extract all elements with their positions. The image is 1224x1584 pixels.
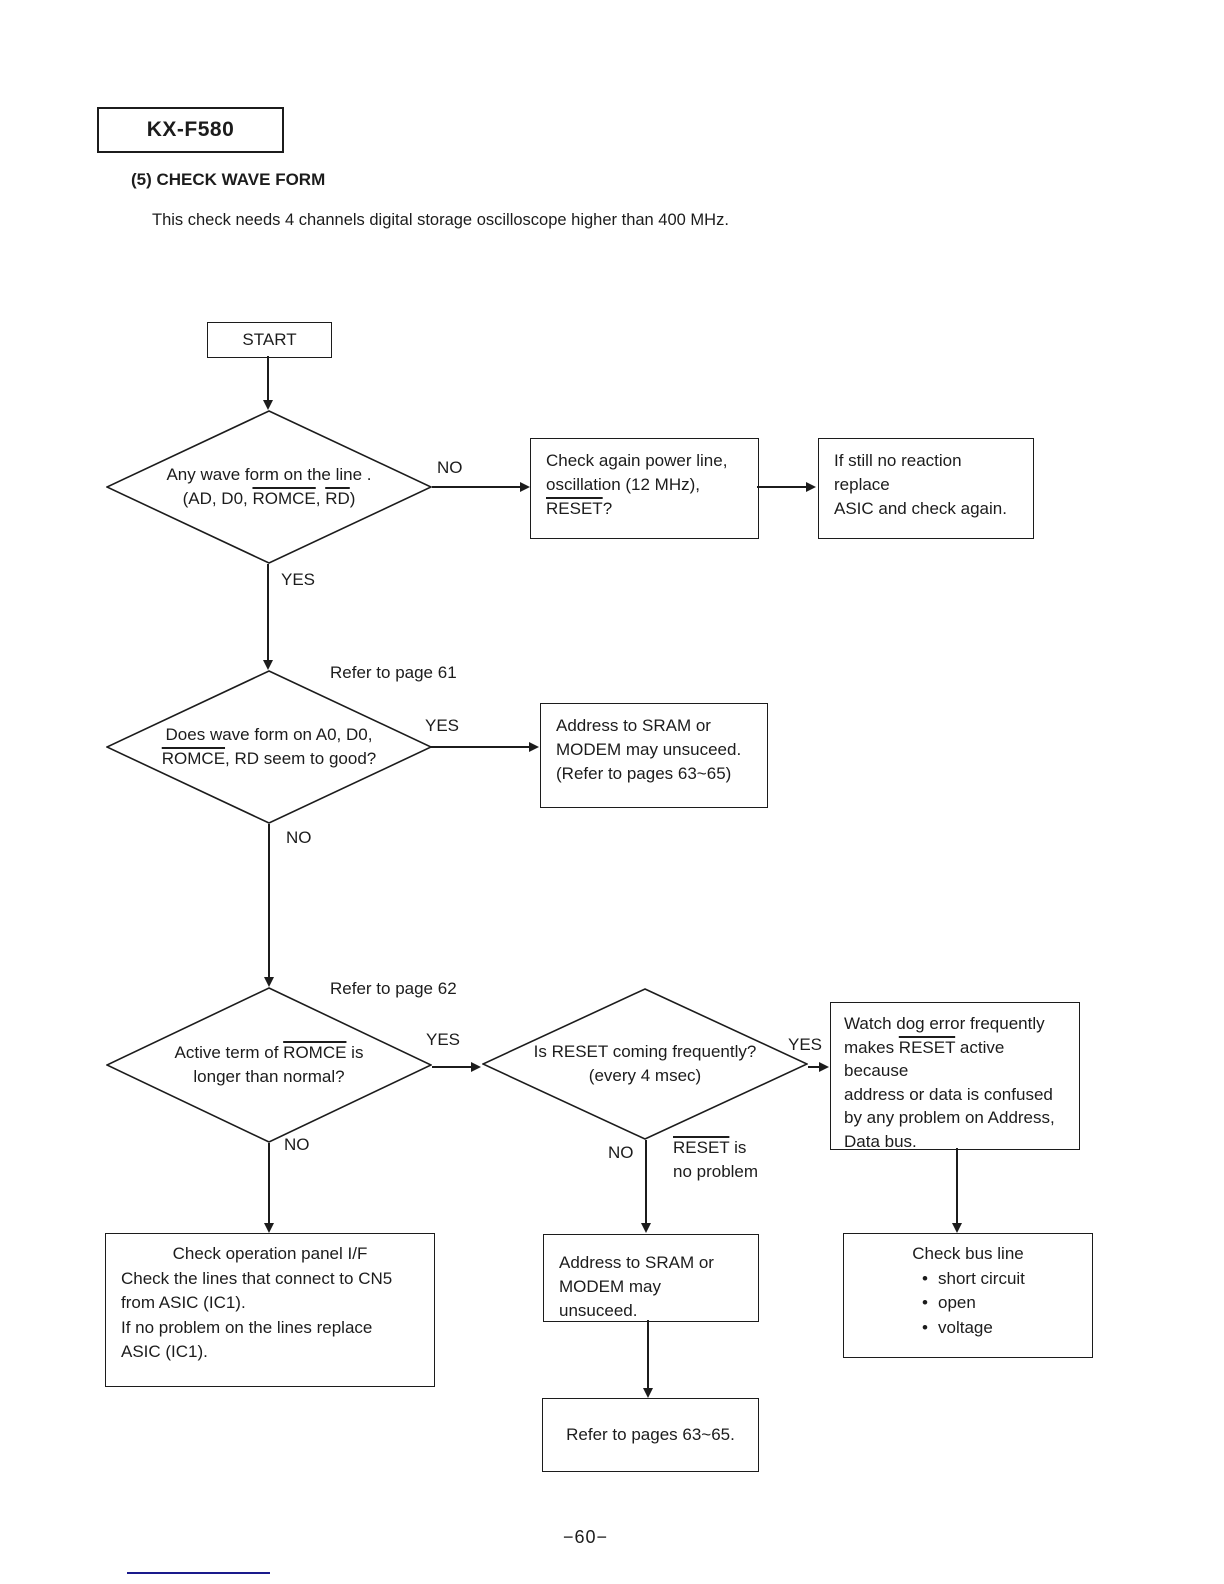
decision-line: Is RESET coming frequently?	[533, 1042, 757, 1061]
process-line: (Refer to pages 63~65)	[556, 764, 732, 783]
process-title: Check bus line	[912, 1244, 1024, 1263]
connector-d4-sram	[645, 1140, 647, 1224]
diamond-shape-icon	[106, 987, 432, 1143]
process-line: makes RESET active because	[844, 1037, 1005, 1081]
process-line: Check the lines that connect to CN5	[121, 1268, 393, 1288]
process-line: from ASIC (IC1).	[121, 1293, 246, 1312]
process-line: Data bus.	[844, 1131, 917, 1151]
arrowhead-down-icon	[263, 1223, 274, 1233]
decision-line: ROMCE, RD seem to good?	[161, 749, 377, 768]
decision-any-waveform-text: Any wave form on the line . (AD, D0, ROM…	[106, 410, 432, 564]
arrowhead-right-icon	[529, 741, 539, 752]
branch-label-no: NO	[608, 1143, 634, 1162]
arrowhead-down-icon	[263, 977, 274, 987]
decision-romce-active-term-text: Active term of ROMCE is longer than norm…	[106, 987, 432, 1143]
branch-label-no: NO	[284, 1135, 310, 1154]
arrowhead-right-icon	[471, 1061, 481, 1072]
connector-watchdog-busline	[956, 1148, 958, 1224]
note-refer-page-62: Refer to page 62	[330, 979, 457, 998]
start-label: START	[242, 330, 297, 349]
process-watchdog-error: Watch dog error frequently makes RESET a…	[830, 1002, 1080, 1151]
blue-underline-rule	[127, 1572, 270, 1575]
bullet-icon: •	[922, 1293, 928, 1312]
bus-check-item: •open	[922, 1291, 1092, 1316]
intro-text: This check needs 4 channels digital stor…	[152, 211, 729, 229]
process-line: If still no reaction replace	[834, 451, 962, 494]
model-number-box: KX-F580	[97, 107, 284, 153]
process-line: Address to SRAM or	[556, 716, 711, 735]
bullet-icon: •	[922, 1317, 928, 1337]
arrowhead-down-icon	[262, 660, 273, 670]
diamond-shape-icon	[482, 988, 808, 1140]
decision-line: (every 4 msec)	[588, 1066, 702, 1085]
process-op-panel: Check operation panel I/F Check the line…	[105, 1233, 435, 1387]
process-line: MODEM may unsuceed.	[559, 1277, 661, 1320]
connector-checkpower-replaceasic	[757, 486, 808, 488]
connector-start-d1	[267, 356, 269, 402]
decision-line: Any wave form on the line .	[166, 465, 372, 484]
diamond-shape-icon	[106, 670, 432, 824]
diamond-shape-icon	[106, 410, 432, 564]
process-line: by any problem on Address,	[844, 1108, 1055, 1127]
process-line: address or data is confused	[844, 1084, 1053, 1104]
arrowhead-down-icon	[642, 1388, 653, 1398]
decision-romce-active-term: Active term of ROMCE is longer than norm…	[106, 987, 432, 1143]
process-line: ASIC (IC1).	[121, 1342, 208, 1361]
process-line: MODEM may unsuceed.	[556, 740, 742, 759]
decision-line: Active term of ROMCE is	[174, 1043, 364, 1062]
arrowhead-right-icon	[806, 481, 816, 492]
connector-d3-oppanel	[268, 1143, 270, 1224]
process-check-bus-line: Check bus line •short circuit •open •vol…	[843, 1233, 1093, 1358]
process-sram-modem-refer: Address to SRAM or MODEM may unsuceed. (…	[540, 703, 768, 808]
process-line: Watch dog error frequently	[844, 1014, 1045, 1033]
process-title: Check operation panel I/F	[172, 1244, 368, 1263]
bus-check-item: •voltage	[922, 1316, 1092, 1341]
process-line: If no problem on the lines replace	[121, 1317, 373, 1337]
branch-label-no: NO	[437, 458, 463, 477]
process-line: Refer to pages 63~65.	[566, 1425, 735, 1444]
bullet-icon: •	[922, 1268, 928, 1288]
branch-label-yes: YES	[281, 570, 316, 589]
connector-d1-checkpower	[432, 486, 522, 488]
connector-sram-refer	[647, 1320, 649, 1389]
process-check-power-line: Check again power line, oscillation (12 …	[530, 438, 759, 539]
branch-label-yes: YES	[788, 1035, 823, 1054]
start-node: START	[207, 322, 332, 358]
page-number: −60−	[563, 1527, 609, 1547]
decision-waveform-good: Does wave form on A0, D0, ROMCE, RD seem…	[106, 670, 432, 824]
branch-label-yes: YES	[426, 1030, 461, 1049]
arrowhead-right-icon	[520, 481, 530, 492]
connector-d4-watchdog	[808, 1066, 821, 1068]
arrowhead-down-icon	[262, 400, 273, 410]
model-number: KX-F580	[146, 118, 235, 141]
process-line: RESET?	[546, 499, 613, 518]
arrowhead-right-icon	[819, 1061, 829, 1072]
connector-d1-d2	[267, 564, 269, 661]
bus-check-item: •short circuit	[922, 1267, 1092, 1292]
arrowhead-down-icon	[951, 1223, 962, 1233]
decision-line: longer than normal?	[193, 1067, 345, 1086]
note-reset-no-problem: RESET is no problem	[673, 1138, 759, 1181]
decision-any-waveform: Any wave form on the line . (AD, D0, ROM…	[106, 410, 432, 564]
process-line: Check again power line,	[546, 451, 728, 470]
connector-d2-sram	[430, 746, 531, 748]
process-line: ASIC and check again.	[834, 499, 1007, 518]
decision-line: Does wave form on A0, D0,	[165, 725, 373, 744]
arrowhead-down-icon	[640, 1223, 651, 1233]
decision-waveform-good-text: Does wave form on A0, D0, ROMCE, RD seem…	[106, 670, 432, 824]
section-title: (5) CHECK WAVE FORM	[131, 170, 326, 189]
decision-reset-frequent: Is RESET coming frequently? (every 4 mse…	[482, 988, 808, 1140]
decision-line: (AD, D0, ROMCE, RD)	[182, 489, 356, 508]
connector-d3-d4	[432, 1066, 473, 1068]
process-refer-pages: Refer to pages 63~65.	[542, 1398, 759, 1472]
process-replace-asic: If still no reaction replace ASIC and ch…	[818, 438, 1034, 539]
process-line: oscillation (12 MHz),	[546, 475, 700, 494]
branch-label-yes: YES	[425, 716, 460, 735]
connector-d2-d3	[268, 824, 270, 978]
process-line: Address to SRAM or	[559, 1253, 714, 1272]
decision-reset-frequent-text: Is RESET coming frequently? (every 4 mse…	[482, 988, 808, 1140]
branch-label-no: NO	[286, 828, 312, 847]
process-sram-modem: Address to SRAM or MODEM may unsuceed.	[543, 1234, 759, 1322]
note-refer-page-61: Refer to page 61	[330, 663, 457, 682]
